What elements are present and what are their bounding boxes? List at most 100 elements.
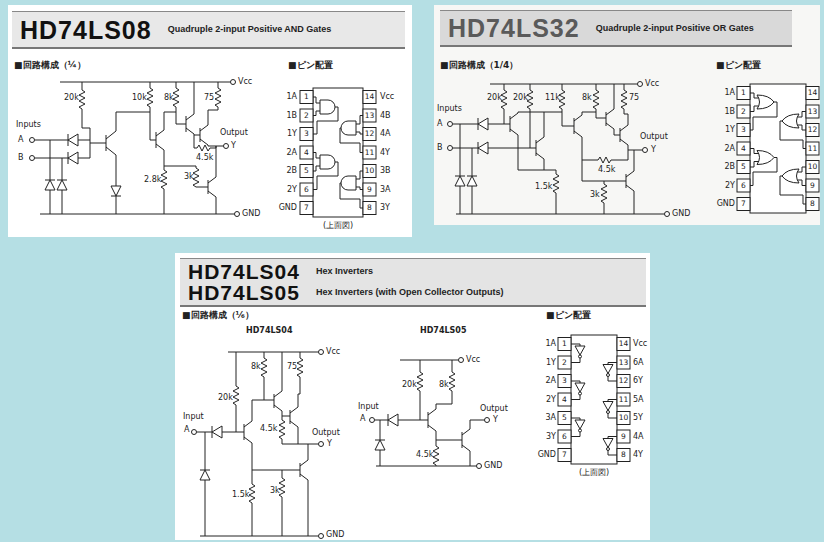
- sheet-panel: [8, 5, 412, 237]
- resistor-value: 8k: [251, 362, 261, 372]
- part-description: Quadruple 2-input Positive AND Gates: [168, 24, 332, 35]
- resistor-value: 3k: [270, 486, 280, 496]
- pin-name: 1A: [286, 92, 297, 102]
- pin-number: 9: [810, 181, 815, 190]
- pin-number: 6: [562, 432, 567, 441]
- resistor-value: 2.8k: [144, 175, 161, 185]
- pin-name: 4A: [633, 432, 644, 442]
- pin-number: 10: [619, 413, 629, 422]
- pin-name: 6A: [633, 358, 644, 368]
- pin-number: 12: [365, 129, 375, 138]
- pin-number: 11: [365, 148, 375, 157]
- supply-label: Vcc: [645, 79, 659, 89]
- pin-number: 11: [619, 395, 629, 404]
- resistor-value: 20k: [402, 380, 417, 390]
- or-gate-schematic: [448, 82, 670, 217]
- part-description: Hex Inverters: [316, 266, 504, 277]
- signal-name: B: [18, 153, 24, 163]
- resistor-value: 20k: [64, 93, 79, 103]
- ground-label: GND: [326, 530, 344, 540]
- pin-name: 3A: [545, 413, 556, 423]
- resistor-value: 8k: [439, 380, 449, 390]
- section-heading: ■ピン配置: [716, 60, 761, 71]
- pin-number: 5: [562, 413, 567, 422]
- circuit-title: HD74LS04: [246, 326, 292, 336]
- resistor-value: 1.5k: [232, 490, 249, 500]
- pin-number: 4: [741, 144, 746, 153]
- resistor-value: 8k: [164, 93, 174, 103]
- pin-number: 1: [304, 92, 309, 101]
- signal-name: Output: [220, 128, 248, 138]
- signal-name: A: [437, 119, 442, 129]
- part-number: HD74LS04: [188, 261, 300, 282]
- pin-number: 7: [304, 203, 309, 212]
- ground-label: GND: [242, 209, 260, 219]
- pin-name: GND: [279, 203, 297, 213]
- signal-name: Input: [358, 402, 379, 412]
- pin-name: 2Y: [287, 185, 297, 195]
- resistor-value: 4.5k: [598, 165, 615, 175]
- supply-label: Vcc: [238, 77, 252, 87]
- pin-number: 12: [619, 376, 629, 385]
- resistor-value: 1.5k: [535, 182, 552, 192]
- pin-name: 3B: [380, 166, 391, 176]
- pin-name: 4B: [380, 111, 391, 121]
- pin-name: 4Y: [633, 450, 643, 460]
- sheet-panel: [175, 253, 650, 540]
- pin-name: Vcc: [633, 339, 647, 349]
- pin-number: 13: [808, 107, 818, 116]
- section-heading: ■ピン配置: [546, 310, 591, 321]
- pin-name: 1Y: [546, 358, 556, 368]
- signal-name: Y: [493, 415, 498, 425]
- pin-name: 1B: [724, 107, 735, 117]
- resistor-value: 4.5k: [416, 450, 433, 460]
- ground-label: GND: [484, 461, 502, 471]
- circuit-title: HD74LS05: [420, 326, 466, 336]
- pin-number: 8: [621, 450, 626, 459]
- title-band: HD74LS32Quadruple 2-input Positive OR Ga…: [440, 10, 792, 47]
- pin-name: 1A: [545, 339, 556, 349]
- pin-number: 1: [562, 339, 567, 348]
- pin-number: 14: [808, 88, 818, 97]
- pin-number: 9: [367, 185, 372, 194]
- pin-number: 13: [619, 358, 629, 367]
- signal-name: B: [437, 143, 443, 153]
- pin-name: 6Y: [633, 376, 643, 386]
- pin-name: 4Y: [380, 148, 390, 158]
- resistor-value: 4.5k: [260, 424, 277, 434]
- pin-number: 3: [741, 125, 746, 134]
- pin-number: 5: [741, 162, 746, 171]
- signal-name: Y: [651, 145, 656, 155]
- pin-number: 8: [810, 199, 815, 208]
- section-heading: ■ピン配置: [288, 60, 333, 71]
- resistor-value: 10k: [132, 93, 147, 103]
- pin-number: 2: [562, 358, 567, 367]
- pin-number: 9: [621, 432, 626, 441]
- signal-name: A: [184, 425, 189, 435]
- pin-number: 3: [562, 376, 567, 385]
- pin-name: 5A: [633, 395, 644, 405]
- resistor-value: 75: [629, 93, 639, 103]
- signal-name: Inputs: [437, 104, 462, 114]
- signal-name: Output: [480, 404, 508, 414]
- pin-name: 2A: [545, 376, 556, 386]
- resistor-value: 11k: [545, 93, 560, 103]
- resistor-value: 20k: [218, 393, 233, 403]
- view-note: (上面図): [323, 221, 353, 231]
- supply-label: Vcc: [326, 347, 340, 357]
- supply-label: Vcc: [466, 355, 480, 365]
- pin-name: GND: [538, 450, 556, 460]
- pin-name: 5Y: [633, 413, 643, 423]
- sheet-panel: [434, 5, 820, 225]
- resistor-value: 20k: [513, 93, 528, 103]
- pin-number: 4: [304, 148, 309, 157]
- signal-name: Output: [312, 428, 340, 438]
- pin-number: 11: [808, 144, 818, 153]
- pin-name: 1Y: [287, 129, 297, 139]
- signal-name: A: [18, 135, 23, 145]
- resistor-value: 20k: [487, 93, 502, 103]
- pin-name: 2Y: [546, 395, 556, 405]
- pin-number: 14: [619, 339, 629, 348]
- signal-name: Output: [640, 132, 668, 142]
